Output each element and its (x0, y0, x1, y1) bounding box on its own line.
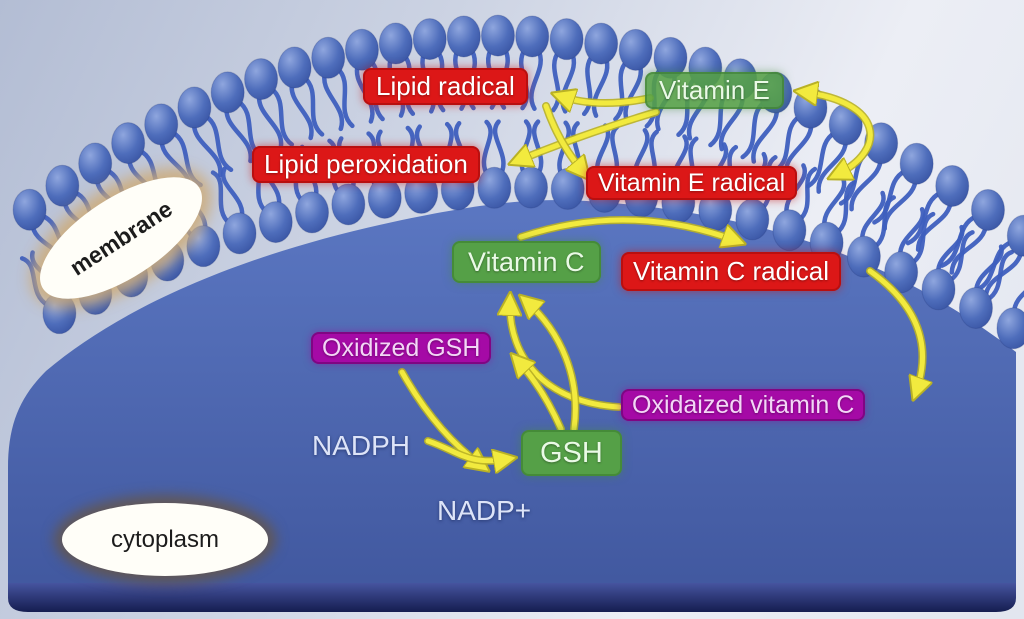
node-vitamin-c-radical: Vitamin C radical (621, 252, 842, 292)
node-gsh: GSH (521, 430, 622, 477)
node-lipid-peroxidation: Lipid peroxidation (252, 146, 480, 184)
cell-body (8, 200, 1016, 592)
cytoplasm-label: cytoplasm (62, 503, 268, 576)
node-vitamin-c: Vitamin C (452, 241, 601, 284)
node-lipid-radical: Lipid radical (363, 68, 528, 106)
pathway-arrow (425, 438, 508, 461)
node-oxidized-gsh: Oxidized GSH (311, 332, 492, 365)
membrane-lipid-heads (12, 14, 1024, 350)
node-nadph: NADPH (312, 430, 411, 461)
pathway-arrow (803, 92, 873, 175)
pathway-arrow (560, 96, 653, 103)
pathway-arrow (518, 217, 737, 241)
pathway-arrows (398, 92, 923, 466)
pathway-arrow (543, 103, 584, 173)
cytoplasm-label-text: cytoplasm (110, 525, 220, 553)
pathway-arrow (526, 301, 578, 432)
pathway-arrow (867, 268, 923, 392)
node-oxidaized-vitamin-c: Oxidaized vitamin C (621, 389, 866, 422)
node-vitamin-e: Vitamin E (645, 72, 784, 110)
pathway-arrow (517, 360, 564, 432)
node-vitamin-e-radical: Vitamin E radical (586, 166, 798, 201)
pathway-arrow (510, 301, 622, 410)
cell-bottom-edge (8, 583, 1016, 612)
node-nadp-plus: NADP+ (437, 495, 532, 526)
pathway-arrow (517, 109, 659, 161)
